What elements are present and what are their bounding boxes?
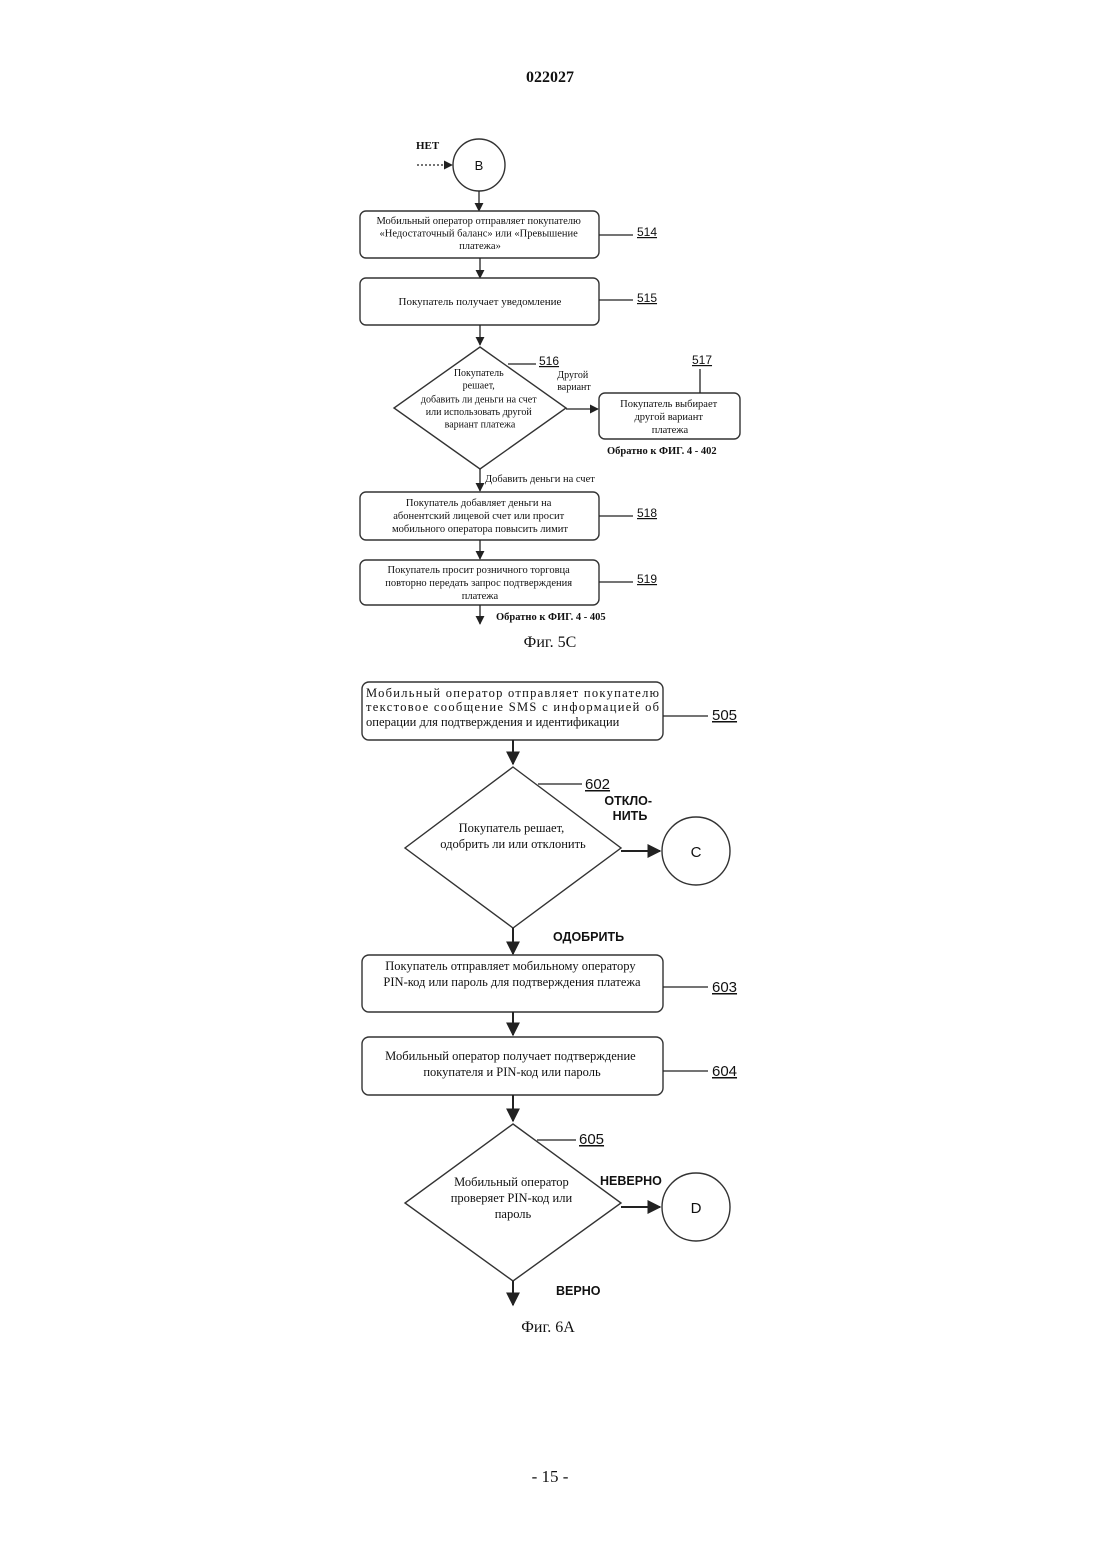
step-515-ref: 515 <box>637 291 657 305</box>
branch-approve-label: ОДОБРИТЬ <box>553 930 624 944</box>
branch-right-label: ВЕРНО <box>556 1284 601 1298</box>
step-515-text: Покупатель получает уведомление <box>399 296 562 308</box>
branch-reject-label: ОТКЛО- НИТЬ <box>604 794 655 823</box>
figure-5c: НЕТ B Мобильный оператор отправляет поку… <box>360 139 740 651</box>
caption-fig-6a: Фиг. 6А <box>521 1319 575 1336</box>
step-517-ref: 517 <box>692 353 712 367</box>
back-to-fig4-402: Обратно к ФИГ. 4 - 402 <box>607 446 717 457</box>
step-603-ref: 603 <box>712 979 737 996</box>
page-number: - 15 - <box>532 1467 569 1486</box>
decision-605-ref: 605 <box>579 1131 604 1148</box>
decision-602-ref: 602 <box>585 776 610 793</box>
step-518-text: Покупатель добавляет деньги на абонентск… <box>392 498 568 535</box>
connector-d-label: D <box>691 1200 702 1217</box>
entry-label-net: НЕТ <box>416 140 440 152</box>
decision-516-ref: 516 <box>539 354 559 368</box>
figure-6a: Мобильный оператор отправляет покупателю… <box>362 682 737 1336</box>
branch-add-label: Добавить деньги на счет <box>485 474 595 485</box>
step-505-ref: 505 <box>712 707 737 724</box>
step-604-ref: 604 <box>712 1063 737 1080</box>
step-514-ref: 514 <box>637 225 657 239</box>
connector-b-label: B <box>475 158 484 173</box>
caption-fig-5c: Фиг. 5С <box>524 634 577 651</box>
step-519-ref: 519 <box>637 572 657 586</box>
branch-wrong-label: НЕВЕРНО <box>600 1174 662 1188</box>
connector-c-label: C <box>691 844 702 861</box>
back-to-fig4-405: Обратно к ФИГ. 4 - 405 <box>496 612 606 623</box>
document-number: 022027 <box>526 69 574 86</box>
branch-other-label: Другой вариант <box>557 370 591 393</box>
step-518-ref: 518 <box>637 506 657 520</box>
step-505-text: Мобильный оператор отправляет покупателю… <box>366 686 663 729</box>
